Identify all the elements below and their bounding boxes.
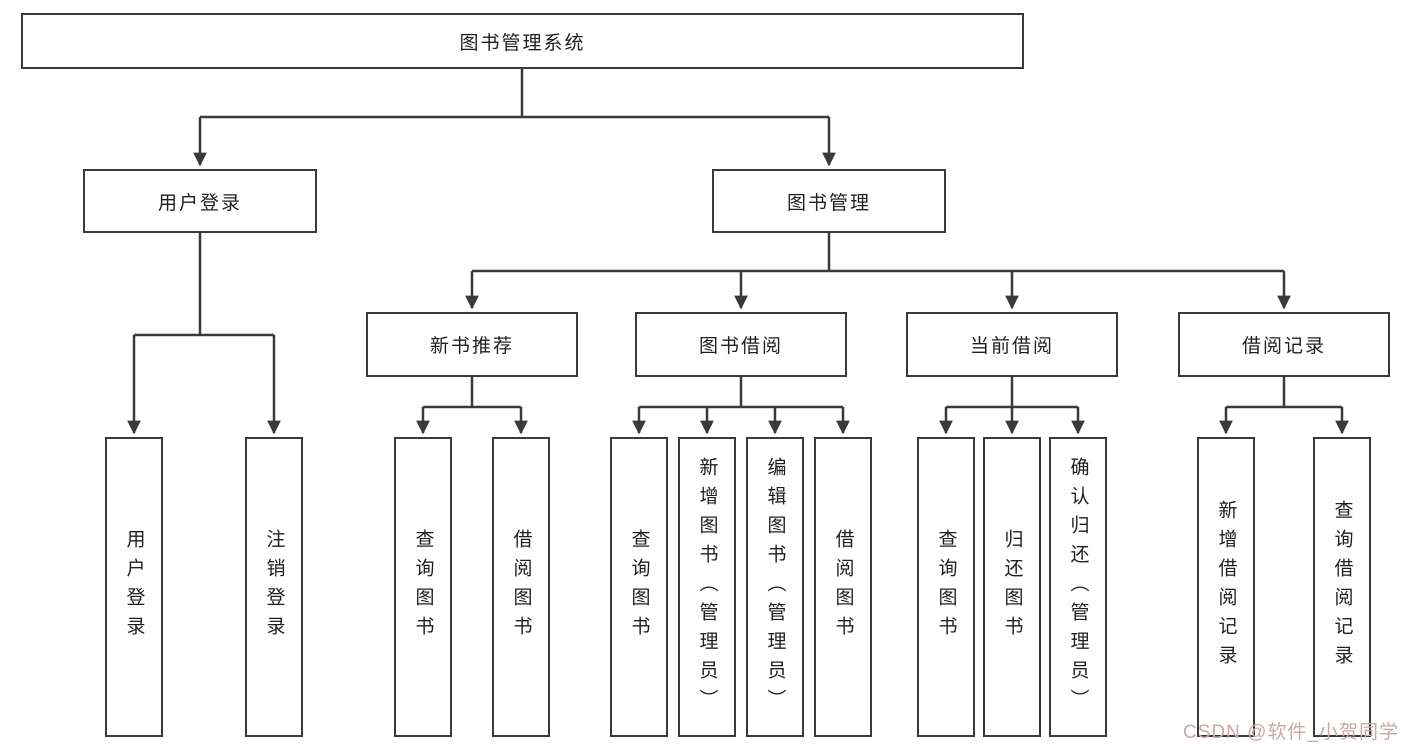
node-leaf-return-books: 归还图书 [983,437,1041,737]
node-leaf-label: 编辑图书（管理员） [764,456,786,718]
node-leaf-label: 归还图书 [1001,529,1023,645]
node-leaf-borrow-books-recommend: 借阅图书 [492,437,550,737]
node-leaf-label: 查询图书 [628,529,650,645]
node-leaf-label: 注销登录 [263,529,285,645]
node-section-borrow-records: 借阅记录 [1178,312,1390,377]
node-leaf-add-borrow-record: 新增借阅记录 [1197,437,1255,737]
node-section-book-borrow: 图书借阅 [635,312,847,377]
node-user-login-label: 用户登录 [157,192,242,214]
node-leaf-query-books-recommend: 查询图书 [394,437,452,737]
node-system-root: 图书管理系统 [21,13,1024,69]
node-leaf-borrow-books: 借阅图书 [814,437,872,737]
node-leaf-query-borrow-record: 查询借阅记录 [1313,437,1371,737]
node-section-label: 新书推荐 [429,336,514,357]
node-leaf-label: 确认归还（管理员） [1067,456,1089,718]
node-book-mgmt: 图书管理 [712,169,946,233]
node-leaf-label: 查询图书 [935,529,957,645]
node-section-label: 图书借阅 [698,336,783,357]
node-leaf-label: 新增图书（管理员） [696,456,718,718]
node-leaf-confirm-return-admin: 确认归还（管理员） [1049,437,1107,737]
node-user-login: 用户登录 [83,169,317,233]
node-leaf-label: 借阅图书 [510,529,532,645]
node-leaf-query-books-borrow: 查询图书 [610,437,668,737]
node-system-root-label: 图书管理系统 [459,32,586,54]
node-leaf-label: 查询图书 [412,529,434,645]
node-leaf-label: 借阅图书 [832,529,854,645]
watermark-text: CSDN @软件_小贺同学 [1183,722,1399,743]
node-leaf-query-books-current: 查询图书 [917,437,975,737]
node-section-label: 当前借阅 [969,336,1054,357]
node-leaf-add-books-admin: 新增图书（管理员） [678,437,736,737]
node-book-mgmt-label: 图书管理 [786,192,871,214]
node-leaf-label: 新增借阅记录 [1215,500,1237,674]
node-leaf-edit-books-admin: 编辑图书（管理员） [746,437,804,737]
node-section-new-book-recommend: 新书推荐 [366,312,578,377]
node-leaf-user-login: 用户登录 [105,437,163,737]
node-section-current-borrow: 当前借阅 [906,312,1118,377]
node-leaf-label: 查询借阅记录 [1331,500,1353,674]
node-leaf-label: 用户登录 [123,529,145,645]
node-leaf-logout: 注销登录 [245,437,303,737]
node-section-label: 借阅记录 [1241,336,1326,357]
